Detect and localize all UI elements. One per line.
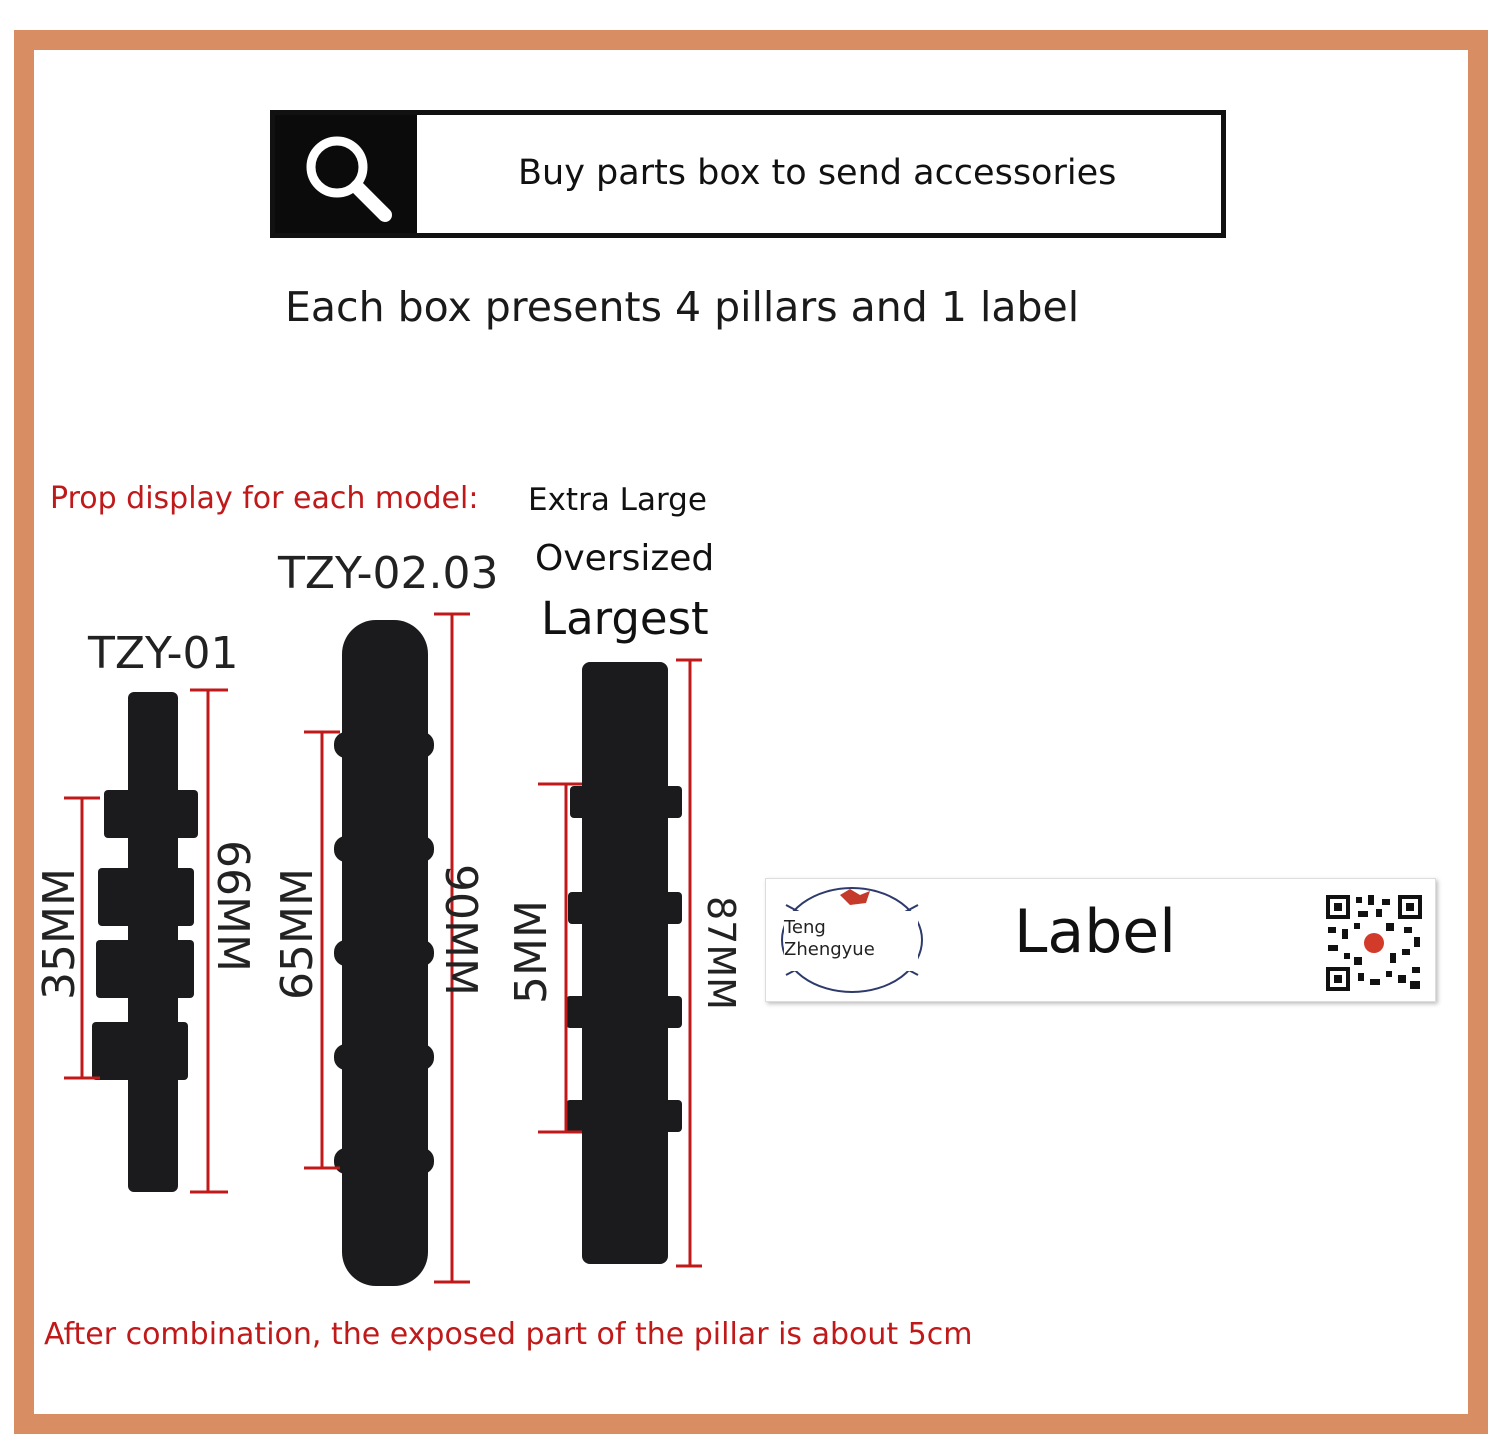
brand-name: Teng Zhengyue: [784, 917, 875, 961]
dim-87mm: 87MM: [699, 896, 743, 1010]
pillar-largest: [566, 662, 682, 1264]
dim-35mm: 35MM: [34, 868, 85, 1000]
brand-line-1: Teng: [784, 917, 826, 938]
size-largest: Largest: [541, 592, 709, 645]
frame-border: [14, 30, 1488, 1434]
label-card: Teng Zhengyue Label: [765, 878, 1436, 1002]
subtitle: Each box presents 4 pillars and 1 label: [285, 283, 1080, 331]
combination-note: After combination, the exposed part of t…: [44, 1317, 973, 1352]
prop-display-heading: Prop display for each model:: [50, 481, 479, 516]
pillar-tzy-02-03: [334, 620, 434, 1286]
search-icon[interactable]: [275, 115, 417, 233]
model-label-tzy-01: TZY-01: [88, 628, 239, 679]
qr-code-icon: [1324, 893, 1424, 993]
size-oversized: Oversized: [535, 538, 715, 579]
search-bar[interactable]: Buy parts box to send accessories: [270, 110, 1226, 238]
model-label-tzy-02-03: TZY-02.03: [278, 548, 499, 599]
size-extra-large: Extra Large: [528, 482, 707, 518]
dim-66mm: 66MM: [207, 840, 258, 972]
pillar-tzy-01: [92, 692, 198, 1192]
brand-logo-icon: [781, 887, 923, 993]
search-text: Buy parts box to send accessories: [518, 153, 1117, 193]
label-title: Label: [1014, 897, 1176, 967]
dimension-lines: [64, 612, 702, 1284]
dim-90mm: 90MM: [435, 864, 486, 996]
brand-line-2: Zhengyue: [784, 939, 875, 960]
dim-65mm: 65MM: [272, 868, 323, 1000]
dim-5mm: 5MM: [506, 900, 557, 1004]
